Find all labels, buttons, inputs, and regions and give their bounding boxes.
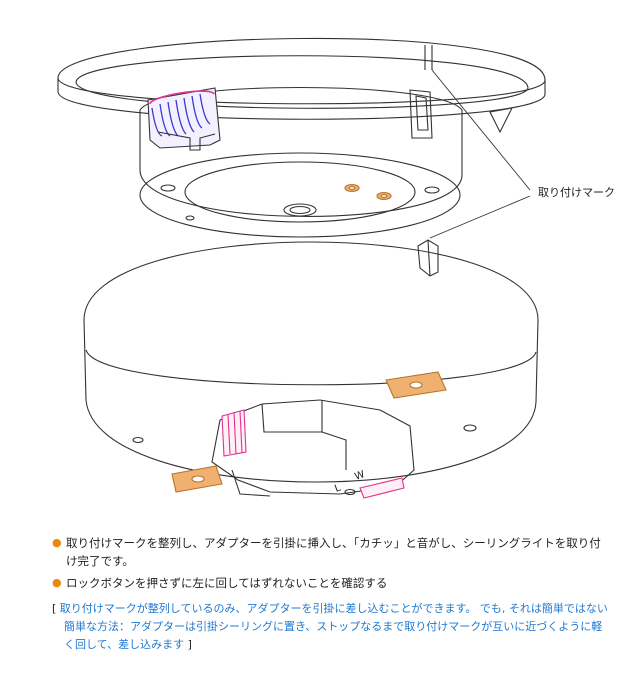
adapter <box>83 239 539 499</box>
terminal-l-label: L <box>333 482 342 494</box>
note-line-2: 簡単な方法：アダプターは引掛シーリングに置き、ストップなるまで取り付けマークが互… <box>64 620 603 651</box>
terminal-w-label: W <box>353 469 366 483</box>
instruction-text: ロックボタンを押さずに左に回してはずれないことを確認する <box>66 576 388 590</box>
note-block: [ 取り付けマークが整列しているのみ、アダプターを引掛に差し込むことができます。… <box>52 600 612 654</box>
note-open-bracket: [ <box>52 602 57 615</box>
bullet-icon: ● <box>52 576 62 589</box>
instruction-item: ● ロックボタンを押さずに左に回してはずれないことを確認する <box>52 574 612 592</box>
instruction-text: 取り付けマークを整列し、アダプターを引掛に挿入し、「カチッ」と音がし、シーリング… <box>66 536 601 568</box>
callout-leader <box>429 69 531 239</box>
spring-terminal-block <box>147 87 221 151</box>
ceiling-rosette <box>57 37 546 238</box>
instruction-list: ● 取り付けマークを整列し、アダプターを引掛に挿入し、「カチッ」と音がし、シーリ… <box>52 534 612 596</box>
bullet-icon: ● <box>52 536 62 549</box>
note-close-bracket: ] <box>187 638 192 651</box>
mounting-mark-label: 取り付けマーク <box>538 186 615 199</box>
note-line-1: 取り付けマークが整列しているのみ、アダプターを引掛に差し込むことができます。 で… <box>59 602 608 615</box>
ceiling-adapter-diagram: L W <box>57 37 546 499</box>
instruction-item: ● 取り付けマークを整列し、アダプターを引掛に挿入し、「カチッ」と音がし、シーリ… <box>52 534 612 570</box>
